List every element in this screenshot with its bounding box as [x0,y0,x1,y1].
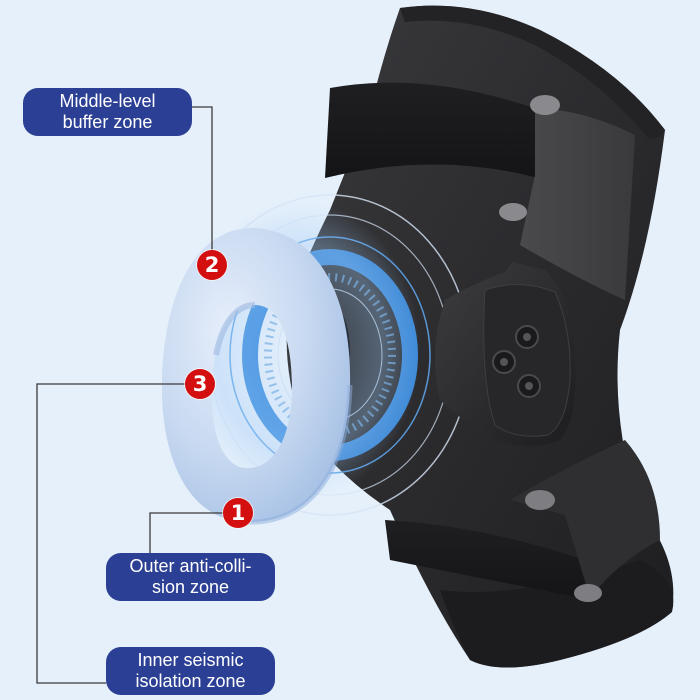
leader-line-1 [149,512,224,553]
label-inner-seismic-isolation-zone: Inner seismic isolation zone [106,647,275,695]
label-line-2: buffer zone [62,112,153,132]
gel-ring-pad [161,227,353,525]
marker-3-badge: 3 [185,369,215,399]
leader-line-3 [36,383,186,684]
marker-2-badge: 2 [197,250,227,280]
label-outer-anti-collision-zone: Outer anti-colli- sion zone [106,553,275,601]
leader-line-2 [192,106,213,252]
label-line-1: Inner seismic [137,650,244,670]
knee-hinge [435,262,576,446]
label-middle-level-buffer-zone: Middle-level buffer zone [23,88,192,136]
marker-1-badge: 1 [223,498,253,528]
label-line-2: isolation zone [135,671,246,691]
label-line-2: sion zone [151,577,230,597]
leader-lines [36,106,224,684]
label-line-1: Middle-level [59,91,156,111]
label-line-1: Outer anti-colli- [129,556,252,576]
